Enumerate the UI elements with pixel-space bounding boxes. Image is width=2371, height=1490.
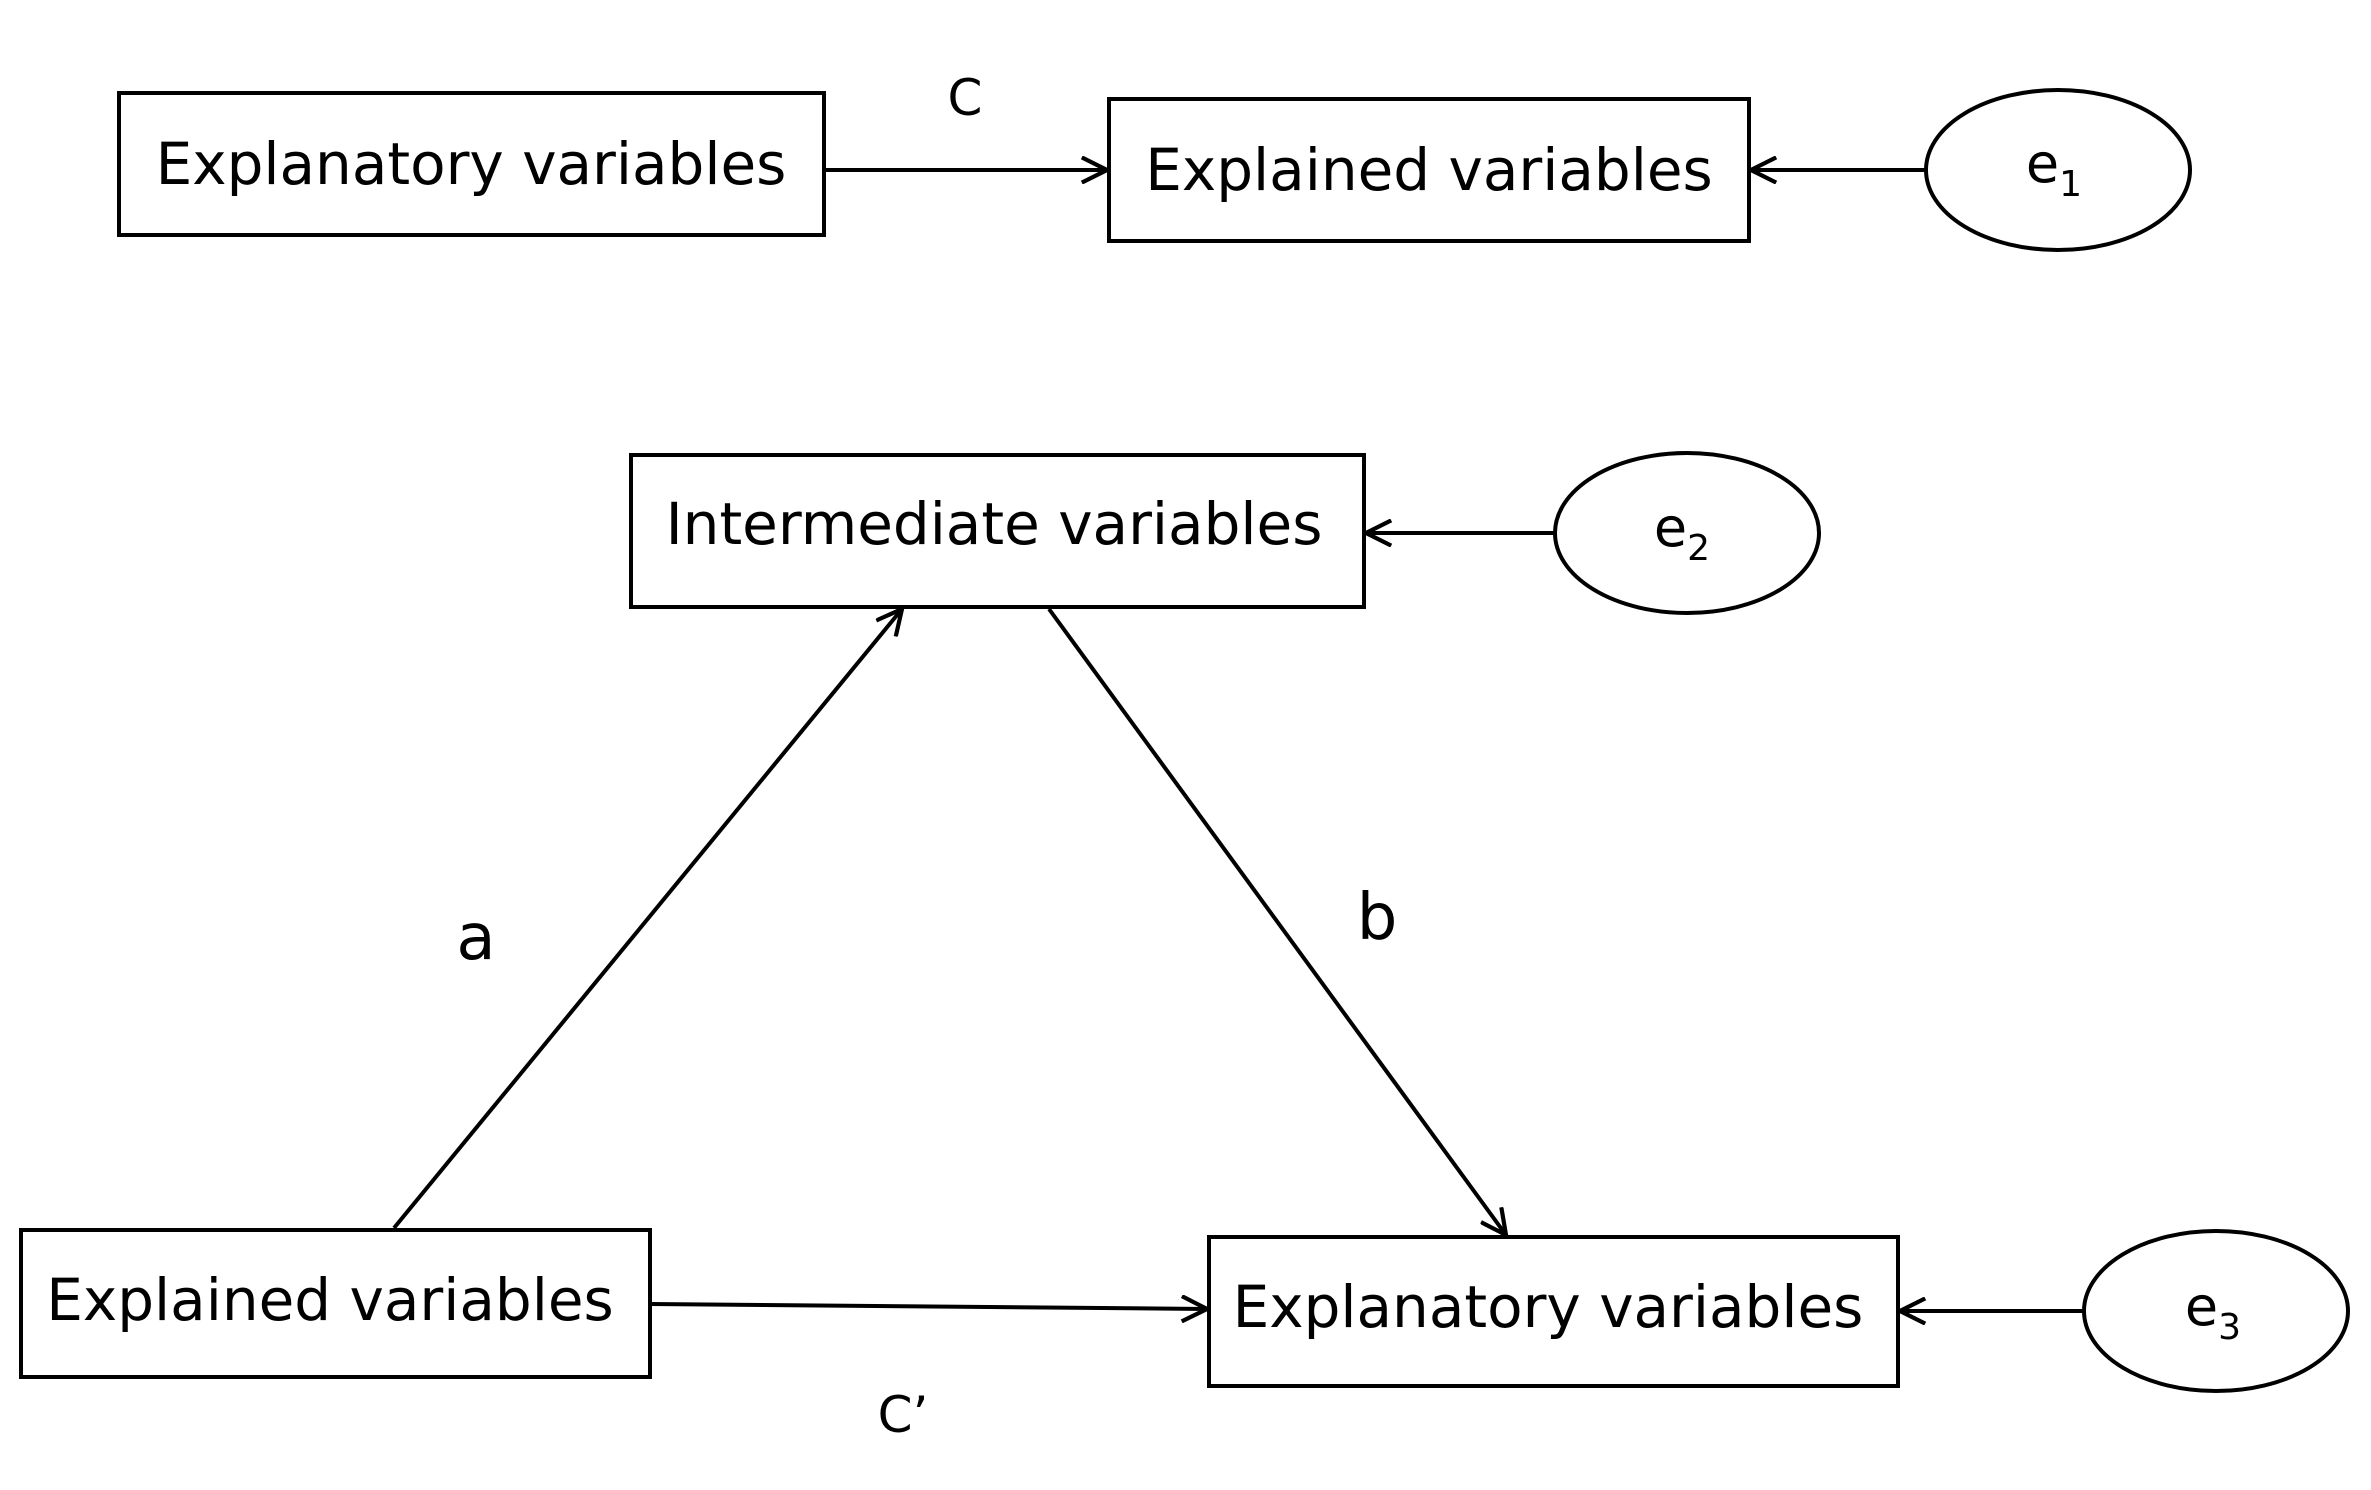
error-e3-label: e3 [2185,1275,2241,1348]
error-e1-label: e1 [2026,132,2082,205]
path-a-label: a [456,901,495,975]
top-explained-box [1107,97,1751,243]
top-explanatory-label: Explanatory variables [156,130,787,198]
bottom-explanatory-label: Explanatory variables [1233,1273,1864,1341]
top-model: Explanatory variables Explained variable… [117,69,2192,252]
path-a-arrow [392,609,902,1230]
bottom-explanatory-box [1207,1235,1900,1388]
path-c-label: C [948,69,983,127]
bottom-explained-box [19,1228,652,1379]
bottom-explained-label: Explained variables [46,1266,613,1334]
intermediate-label: Intermediate variables [666,490,1323,558]
path-b-arrow [1047,607,1506,1235]
error-e1-ellipse [1924,88,2192,252]
top-explained-label: Explained variables [1145,136,1712,204]
error-e2-label: e2 [1654,496,1710,569]
bottom-model: Intermediate variables e2 Explained vari… [19,451,2350,1444]
top-explanatory-box [117,91,826,237]
intermediate-box [629,453,1366,609]
path-c-prime-label: C’ [878,1386,929,1444]
path-b-label: b [1357,881,1398,955]
path-c-prime-arrow [649,1304,1207,1309]
